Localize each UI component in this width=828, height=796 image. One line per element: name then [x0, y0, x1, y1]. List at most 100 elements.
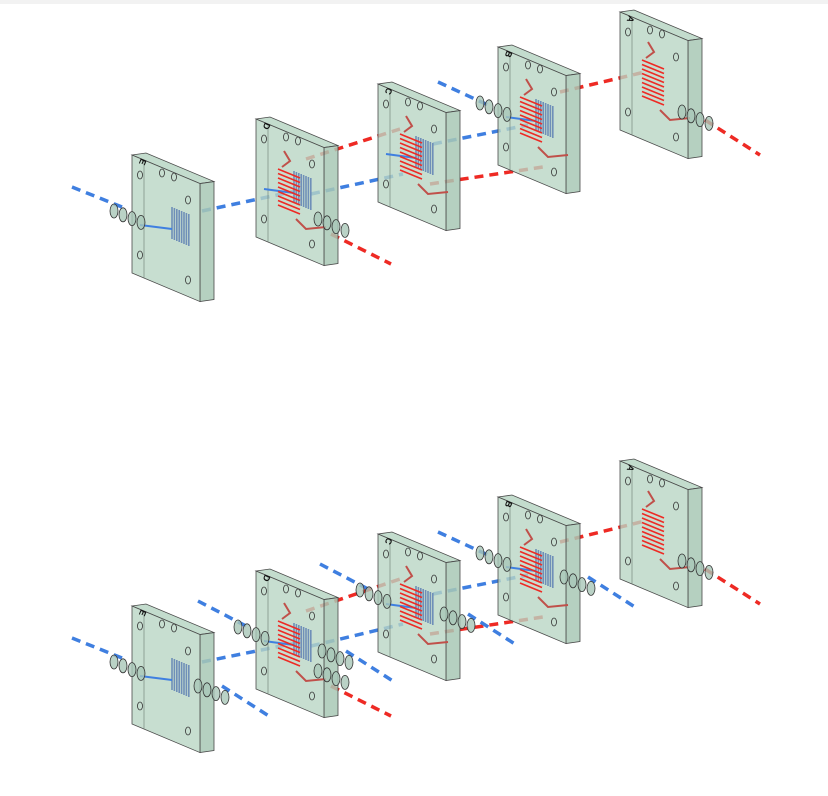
bolt-hole	[551, 167, 557, 177]
bolt-hole	[551, 87, 557, 97]
red-serpentine-channel	[519, 100, 543, 112]
red-serpentine-channel	[519, 550, 543, 562]
bolt-hole	[417, 551, 423, 561]
fitting-ring	[118, 658, 128, 674]
bolt-hole	[261, 666, 267, 676]
fitting-ring	[484, 99, 494, 115]
bolt-hole	[383, 99, 389, 109]
red-serpentine-channel	[399, 151, 423, 162]
red-serpentine-channel	[641, 59, 665, 70]
plate-label: A	[625, 463, 637, 473]
red-serpentine-channel	[277, 195, 301, 206]
red-channel	[295, 670, 327, 683]
fitting-ring	[331, 219, 341, 235]
fitting-ring	[331, 671, 341, 686]
fitting-ring	[493, 103, 503, 118]
red-serpentine-channel	[641, 77, 665, 88]
red-serpentine-channel	[641, 68, 665, 79]
fitting-ring	[335, 651, 345, 666]
plate-label: E	[137, 157, 149, 166]
bolt-hole	[309, 239, 315, 249]
blue-inlet-flow-line	[71, 636, 123, 660]
bolt-hole	[431, 124, 437, 134]
bolt-hole	[171, 172, 177, 182]
red-serpentine-channel	[641, 530, 665, 542]
red-serpentine-channel	[641, 90, 665, 102]
bolt-hole	[537, 514, 543, 524]
red-outlet-flow-line	[330, 684, 392, 718]
fitting-ring	[242, 623, 252, 639]
bolt-hole	[647, 474, 653, 484]
red-serpentine-channel	[519, 114, 543, 125]
bolt-hole	[673, 581, 679, 591]
fitting-ring	[439, 606, 449, 622]
plate-side-face	[323, 145, 339, 267]
bolt-hole	[405, 547, 411, 557]
red-serpentine-channel	[277, 647, 301, 658]
fitting-ring	[364, 586, 374, 602]
red-outlet-flow-line	[704, 118, 761, 157]
fitting-ring	[127, 662, 137, 677]
red-serpentine-channel	[399, 601, 423, 612]
bolt-hole	[625, 476, 631, 486]
bolt-hole	[137, 621, 143, 631]
plate-label: E	[137, 608, 149, 617]
red-serpentine-channel	[399, 614, 423, 626]
fitting-ring	[475, 545, 485, 561]
plate-a: A	[618, 458, 714, 609]
fitting-ring	[127, 211, 137, 227]
bolt-hole	[383, 549, 389, 559]
plate-c: C	[355, 531, 476, 682]
red-channel	[537, 146, 569, 159]
plate-label: A	[625, 14, 637, 24]
red-serpentine-channel	[399, 619, 423, 630]
bolt-hole	[283, 132, 289, 142]
blue-channel	[139, 675, 173, 681]
fitting-ring	[559, 569, 569, 585]
plate-e: E	[109, 603, 230, 754]
red-channel	[417, 633, 449, 646]
red-serpentine-channel	[399, 592, 423, 603]
fitting-ring	[677, 553, 687, 569]
red-channel	[523, 78, 534, 96]
blue-outlet-flow-line	[345, 649, 397, 685]
red-channel	[403, 565, 414, 583]
fitting-ring	[466, 618, 476, 633]
fitting-ring	[448, 610, 458, 626]
red-serpentine-channel	[277, 177, 301, 188]
red-serpentine-channel	[641, 72, 665, 84]
plate-side-face	[687, 38, 703, 160]
plate-label: D	[261, 121, 273, 131]
bolt-hole	[625, 107, 631, 117]
red-serpentine-channel	[277, 642, 301, 654]
bolt-hole	[673, 132, 679, 142]
red-serpentine-channel	[641, 521, 665, 533]
bolt-hole	[405, 97, 411, 107]
bolt-hole	[431, 204, 437, 214]
blue-outlet-flow-line	[587, 575, 639, 611]
fitting-ring	[457, 614, 467, 629]
red-serpentine-channel	[277, 638, 301, 649]
bolt-hole	[659, 29, 665, 39]
red-serpentine-channel	[277, 629, 301, 640]
red-outlet-flow-line	[330, 232, 392, 266]
fitting-ring	[340, 675, 350, 690]
red-channel	[523, 528, 534, 546]
bolt-hole	[503, 592, 509, 602]
red-serpentine-channel	[641, 517, 665, 528]
bolt-hole	[383, 629, 389, 639]
bolt-hole	[503, 512, 509, 522]
plate-side-face	[687, 487, 703, 609]
red-serpentine-channel	[277, 651, 301, 663]
bolt-hole	[525, 510, 531, 520]
fitting-ring	[568, 573, 578, 589]
red-serpentine-channel	[277, 633, 301, 645]
red-serpentine-channel	[641, 95, 665, 106]
bolt-hole	[647, 25, 653, 35]
red-serpentine-channel	[519, 123, 543, 134]
red-serpentine-channel	[519, 582, 543, 593]
red-channel	[537, 596, 569, 609]
red-serpentine-channel	[399, 596, 423, 608]
fitting-ring	[109, 654, 119, 670]
